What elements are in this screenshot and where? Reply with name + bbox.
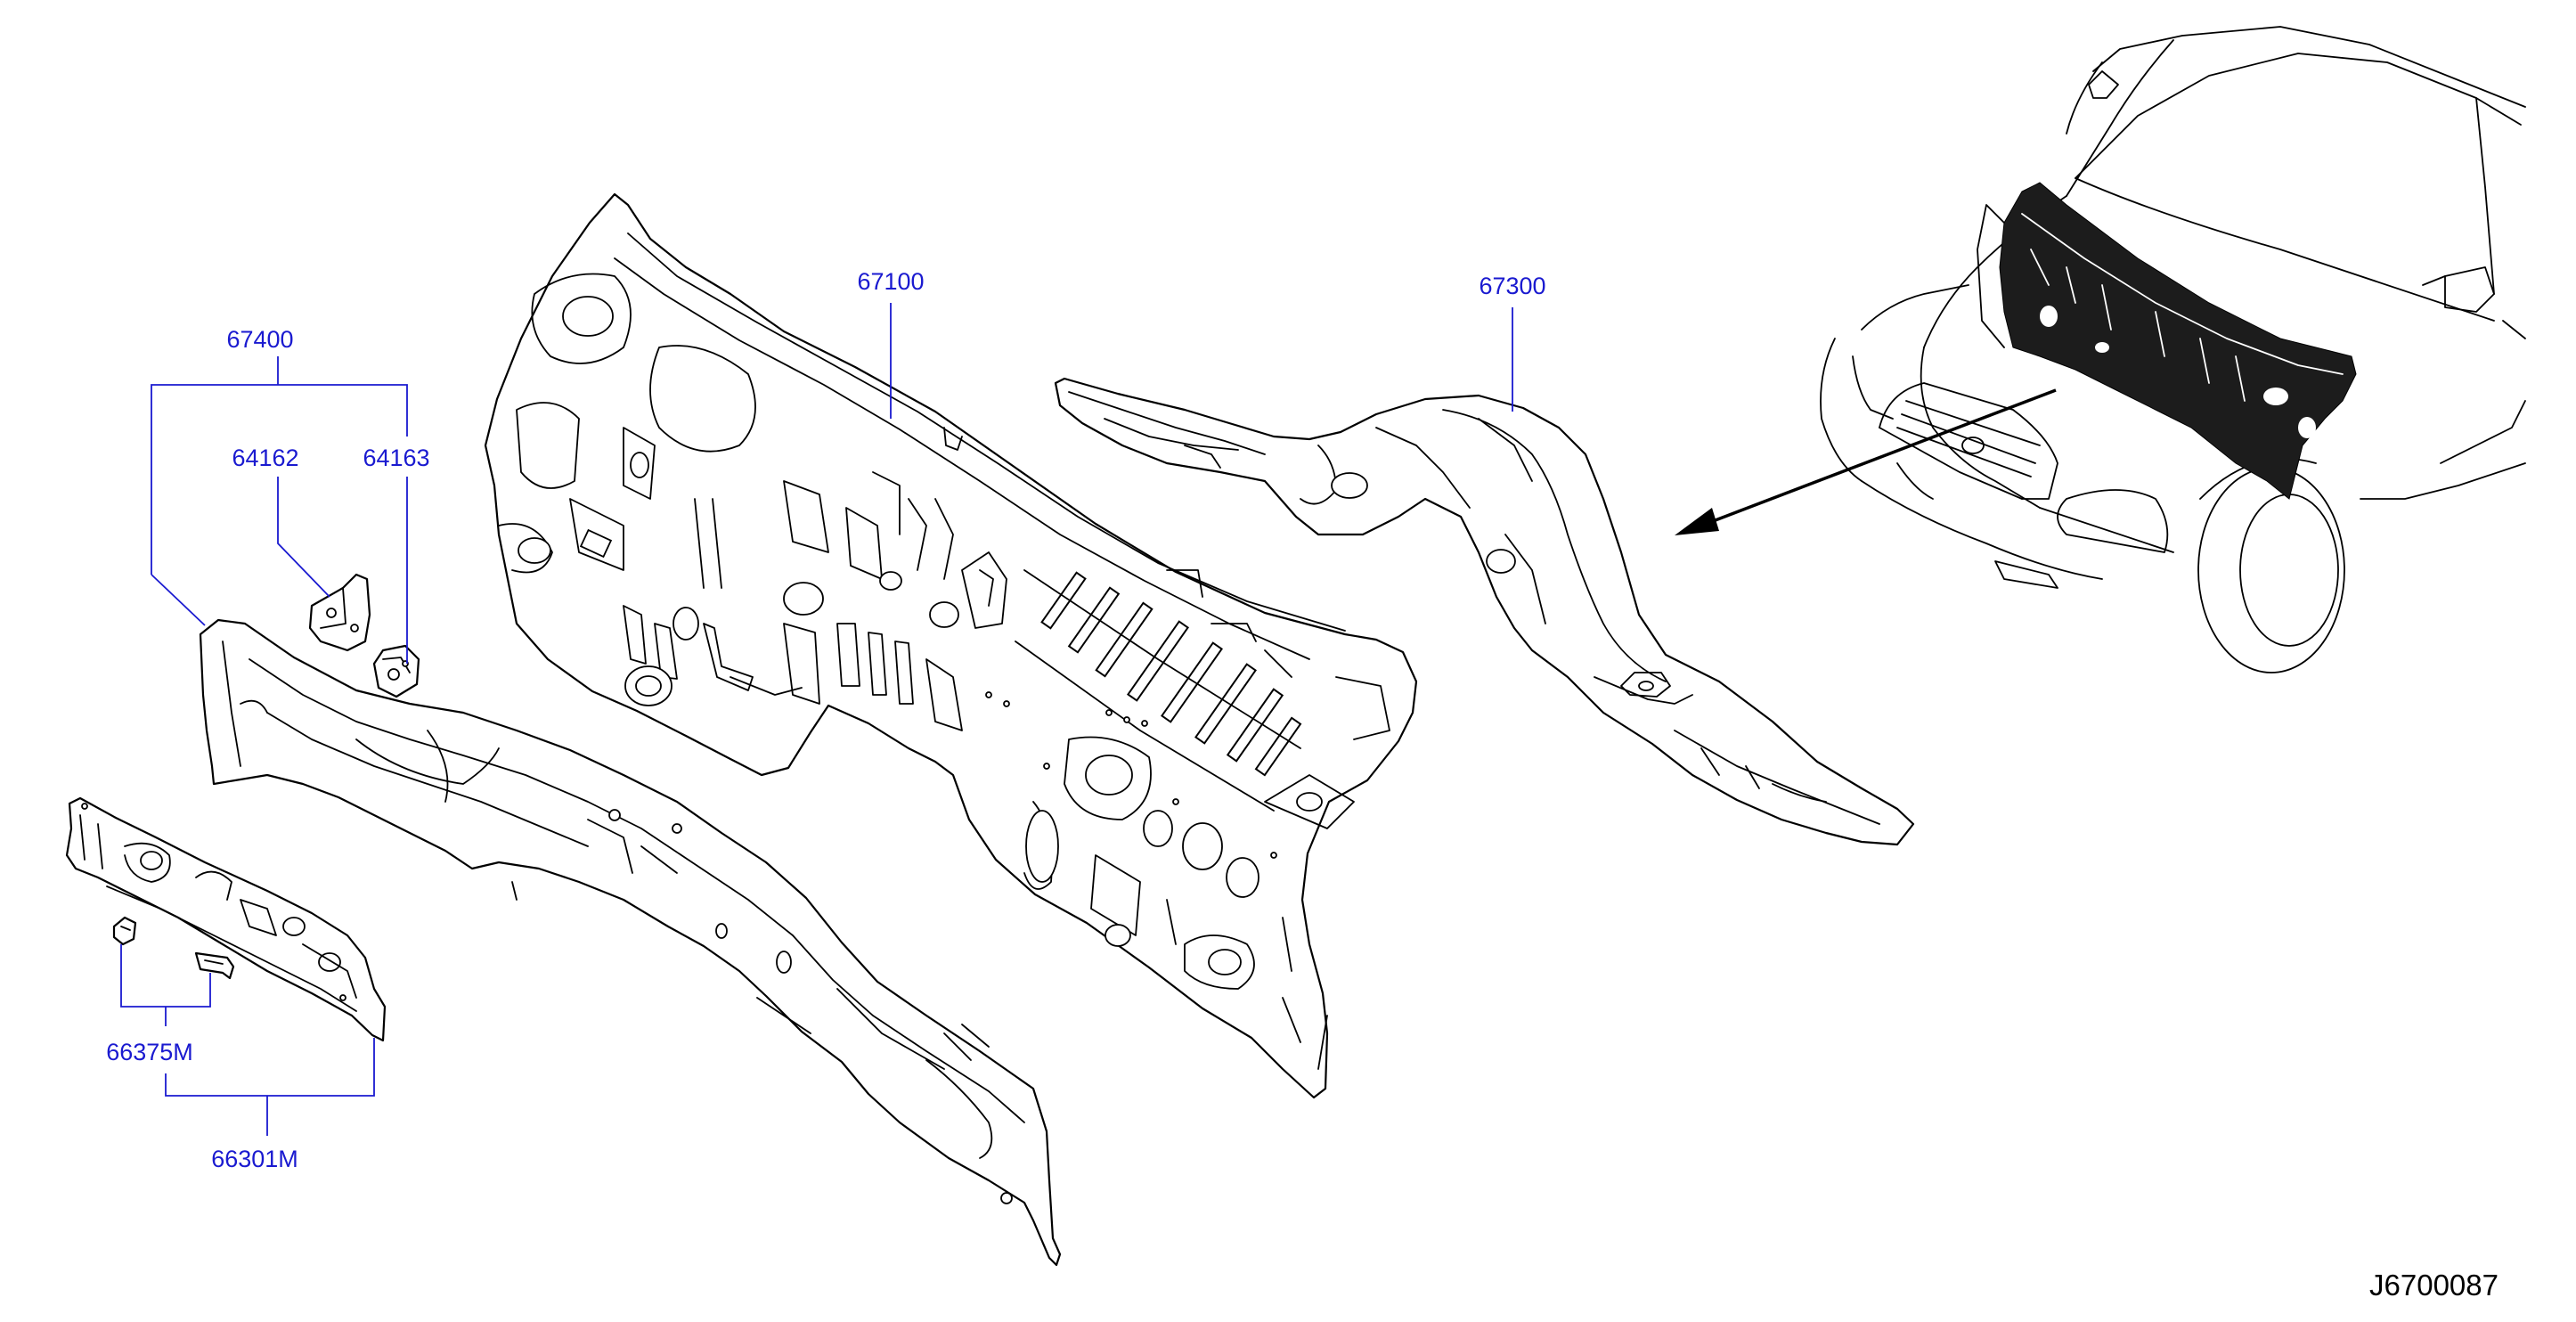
vehicle-location-inset [1820, 26, 2526, 673]
bracket-64162[interactable] [308, 573, 371, 652]
location-arrow [1675, 388, 2057, 535]
label-67400: 67400 [226, 326, 293, 353]
clip-66375M-b[interactable] [194, 951, 235, 980]
bracket-64163[interactable] [372, 644, 420, 698]
dash-crossmember-67300[interactable] [1054, 377, 1915, 846]
label-66375M: 66375M [106, 1039, 193, 1065]
label-67100: 67100 [857, 268, 924, 295]
label-67300: 67300 [1479, 273, 1545, 299]
label-64163: 64163 [363, 445, 429, 471]
clip-66375M-a[interactable] [112, 916, 137, 946]
label-64162: 64162 [232, 445, 298, 471]
dash-panel-67100[interactable] [484, 192, 1418, 1099]
label-66301M: 66301M [211, 1146, 298, 1172]
lower-dash-67400[interactable] [199, 618, 1062, 1267]
drawing-code: J6700087 [2369, 1269, 2499, 1302]
reinforcement-66301M[interactable] [65, 796, 387, 1042]
leader-lines [120, 303, 1513, 1136]
